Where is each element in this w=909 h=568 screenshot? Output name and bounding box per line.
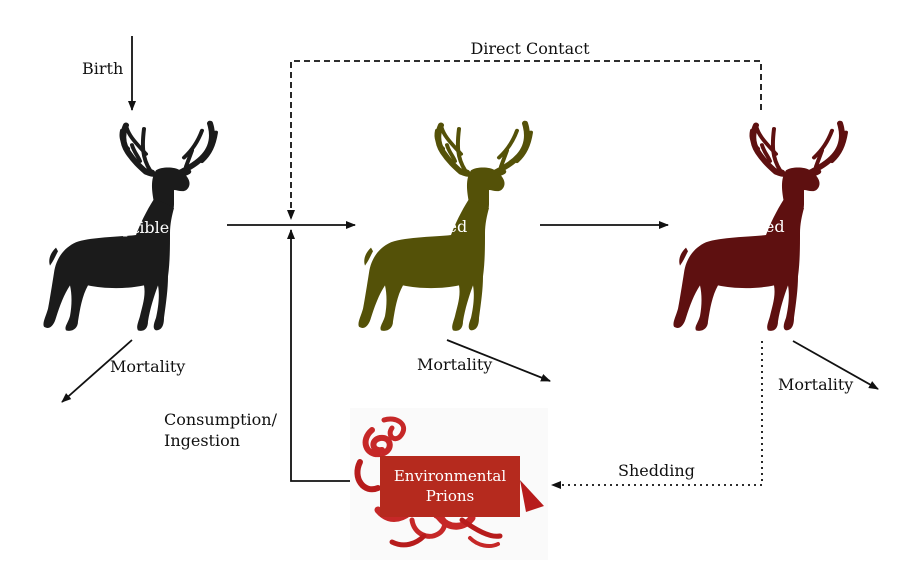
mortality-infected-label: Mortality [778,375,853,394]
mortality-infected-arrow [792,340,879,390]
direct-contact-label: Direct Contact [470,39,590,58]
consumption-label-line2: Ingestion [164,431,240,450]
susceptible-label: Susceptible [75,218,170,237]
birth-label: Birth [82,59,123,78]
direct-contact-arrow [287,60,762,220]
environmental-prions-box [380,456,520,517]
shedding-label: Shedding [618,461,695,480]
mortality-exposed-arrow [446,339,551,382]
consumption-label-line1: Consumption/ [164,410,278,429]
environmental-prions-label-line2: Prions [426,487,474,505]
mortality-susceptible-label: Mortality [110,357,185,376]
environmental-prions-label-line1: Environmental [394,467,506,485]
shedding-arrow [551,341,763,489]
infected-label: Infected [717,217,784,236]
exposed-label: Exposed [399,217,468,236]
mortality-exposed-label: Mortality [417,355,492,374]
mortality-susceptible-arrow [61,339,133,403]
consumption-arrow [287,229,350,482]
